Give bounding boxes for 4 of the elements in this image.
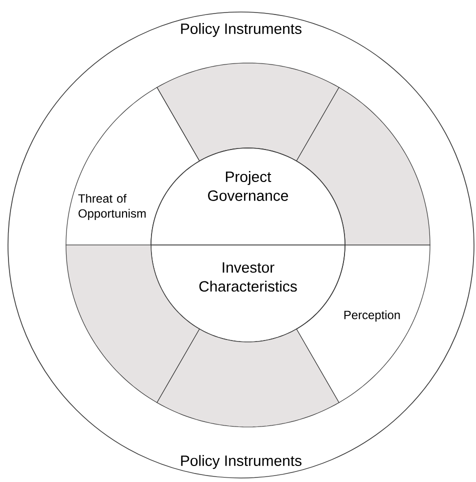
ring-segment — [296, 86, 430, 246]
ring-segment — [156, 62, 340, 162]
ring-segment — [66, 244, 200, 404]
ring-segment — [156, 328, 340, 428]
